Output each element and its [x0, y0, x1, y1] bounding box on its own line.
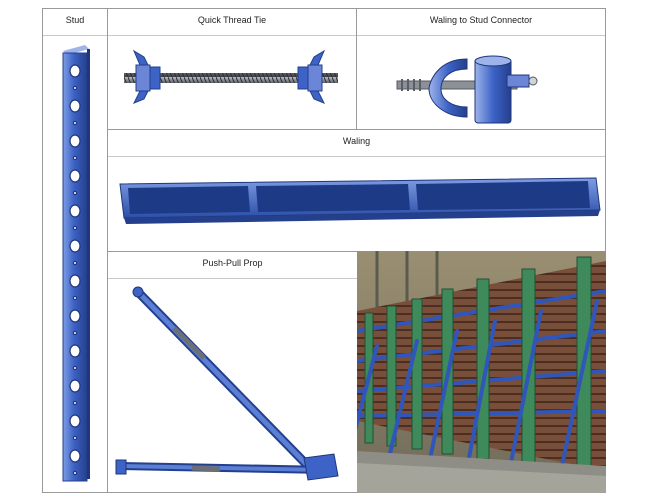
stud-title: Stud — [65, 15, 85, 25]
stud-small-hole — [72, 155, 78, 161]
quick-thread-tie-panel: Quick Thread Tie — [107, 8, 357, 130]
stud-hole — [69, 64, 81, 78]
stud-hole — [69, 204, 81, 218]
quick-thread-tie-illustration — [124, 49, 338, 104]
stud-small-hole — [72, 330, 78, 336]
waling-connector-illustration — [396, 55, 538, 124]
stud-hole — [69, 274, 81, 288]
stud-small-hole — [72, 260, 78, 266]
stud-small-hole — [72, 400, 78, 406]
stud-hole — [69, 134, 81, 148]
site-photo — [357, 251, 606, 493]
waling-illustration — [119, 177, 601, 224]
stud-small-hole — [72, 120, 78, 126]
stud-hole — [69, 99, 81, 113]
stud-title-divider — [43, 35, 107, 36]
left-wing-nut — [132, 49, 161, 104]
quick-thread-tie-title-divider — [108, 35, 356, 36]
stud-small-hole — [72, 225, 78, 231]
waling-connector-title-divider — [357, 35, 605, 36]
stud-hole — [69, 169, 81, 183]
quick-thread-tie-title: Quick Thread Tie — [197, 15, 267, 25]
stud-small-hole — [72, 85, 78, 91]
formwork-site-image — [357, 251, 606, 493]
push-pull-prop-title-divider — [108, 278, 357, 279]
push-pull-prop-title: Push-Pull Prop — [202, 258, 263, 268]
stud-hole — [69, 344, 81, 358]
waling-connector-title: Waling to Stud Connector — [429, 15, 533, 25]
stud-panel: Stud — [42, 8, 108, 493]
stud-small-hole — [72, 470, 78, 476]
stud-small-hole — [72, 365, 78, 371]
stud-hole — [69, 309, 81, 323]
push-pull-prop-illustration — [115, 286, 339, 481]
stud-hole — [69, 414, 81, 428]
waling-title: Waling — [342, 136, 371, 146]
stud-small-hole — [72, 435, 78, 441]
stud-small-hole — [72, 190, 78, 196]
waling-panel: Waling — [107, 129, 606, 252]
right-wing-nut — [297, 49, 326, 104]
push-pull-prop-panel: Push-Pull Prop — [107, 251, 358, 493]
waling-title-divider — [108, 156, 605, 157]
stud-hole — [69, 449, 81, 463]
stud-hole — [69, 239, 81, 253]
waling-connector-panel: Waling to Stud Connector — [356, 8, 606, 130]
stud-small-hole — [72, 295, 78, 301]
stud-hole — [69, 379, 81, 393]
stud-illustration — [62, 45, 90, 482]
